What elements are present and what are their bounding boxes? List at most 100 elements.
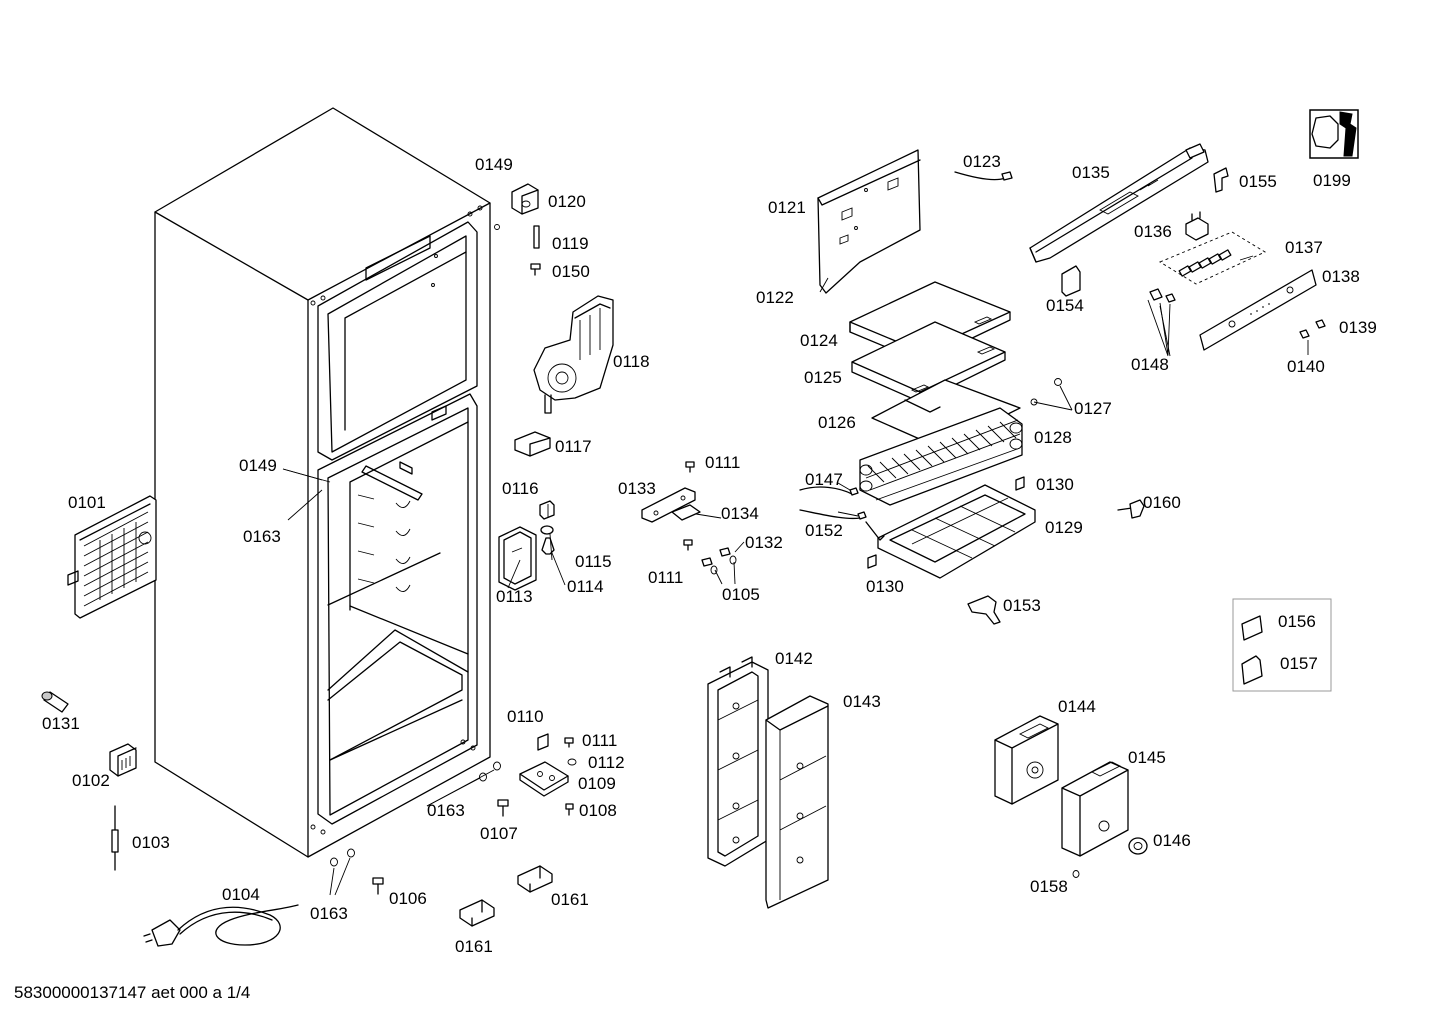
part-label-p0137: 0137 — [1285, 238, 1323, 257]
part-label-p0161a: 0161 — [551, 890, 589, 909]
control-buttons-part — [1159, 231, 1266, 285]
part-label-p0155: 0155 — [1239, 172, 1277, 191]
part-label-p0101: 0101 — [68, 493, 106, 512]
control-box-front — [1061, 761, 1129, 857]
part-label-p0108: 0108 — [579, 801, 617, 820]
thermal-fuse-part — [1117, 499, 1145, 519]
part-label-p0127: 0127 — [1074, 399, 1112, 418]
compressor-cover-grille — [67, 495, 157, 619]
led-parts — [1299, 319, 1326, 339]
part-label-p0130b: 0130 — [866, 577, 904, 596]
drain-plug-part — [41, 691, 69, 713]
thermostat-sensor-part — [111, 805, 119, 871]
part-label-p0148: 0148 — [1131, 355, 1169, 374]
part-label-p0120: 0120 — [548, 192, 586, 211]
part-label-p0111c: 0111 — [582, 731, 617, 750]
drain-tube-part — [967, 595, 1001, 625]
part-label-p0199: 0199 — [1313, 171, 1351, 190]
control-cover-part — [1061, 265, 1081, 297]
drawing-reference-code: 58300000137147 aet 000 a 1/4 — [14, 983, 250, 1002]
part-label-p0116: 0116 — [502, 479, 539, 498]
control-clip-part — [1213, 167, 1229, 193]
hinge-plate-part — [519, 761, 569, 797]
refrigerator-cabinet — [154, 107, 491, 858]
part-label-p0163b: 0163 — [427, 801, 465, 820]
defrost-heater-wires — [799, 486, 867, 520]
part-label-p0114: 0114 — [567, 577, 604, 596]
part-label-p0119: 0119 — [552, 234, 589, 253]
control-box-rear — [994, 715, 1059, 805]
part-label-p0107: 0107 — [480, 824, 518, 843]
part-number-labels: 0101 0102 0103 0104 0105 0106 0107 0108 0109 0110… — [42, 152, 1377, 956]
part-label-p0122: 0122 — [756, 288, 794, 307]
part-label-p0109: 0109 — [578, 774, 616, 793]
part-label-p0128: 0128 — [1034, 428, 1072, 447]
part-label-p0103: 0103 — [132, 833, 170, 852]
part-label-p0144: 0144 — [1058, 697, 1096, 716]
part-label-p0130a: 0130 — [1036, 475, 1074, 494]
control-panel-strip — [1199, 269, 1317, 351]
fan-shaft-part — [530, 225, 541, 276]
part-label-p0145: 0145 — [1128, 748, 1166, 767]
control-knob-part — [1128, 837, 1148, 855]
accessory-parts-box — [1232, 598, 1332, 692]
part-label-p0139: 0139 — [1339, 318, 1377, 337]
hinge-bushing-part — [537, 733, 549, 751]
power-cord-part — [143, 904, 299, 947]
part-label-p0147: 0147 — [805, 470, 843, 489]
part-label-p0102: 0102 — [72, 771, 110, 790]
part-label-p0123: 0123 — [963, 152, 1001, 171]
part-label-p0146: 0146 — [1153, 831, 1191, 850]
part-label-p0112: 0112 — [588, 753, 625, 772]
part-label-p0138: 0138 — [1322, 267, 1360, 286]
leader-lines — [282, 255, 1309, 896]
service-wrench-icon — [1309, 109, 1359, 159]
part-label-p0150: 0150 — [552, 262, 590, 281]
tray-clip-parts — [867, 476, 1025, 569]
evaporator-fan-duct — [533, 295, 614, 414]
part-label-p0154: 0154 — [1046, 296, 1084, 315]
lamp-socket-parts — [539, 500, 555, 555]
part-label-p0105: 0105 — [722, 585, 760, 604]
fan-bracket-part — [494, 183, 539, 230]
part-label-p0133: 0133 — [618, 479, 656, 498]
cabinet-clip-part — [109, 743, 137, 777]
part-label-p0124: 0124 — [800, 331, 838, 350]
part-label-p0142: 0142 — [775, 649, 813, 668]
part-label-p0117: 0117 — [555, 437, 592, 456]
part-label-p0161b: 0161 — [455, 937, 493, 956]
part-label-p0118: 0118 — [613, 352, 650, 371]
part-label-p0121: 0121 — [768, 198, 806, 217]
part-label-p0106: 0106 — [389, 889, 427, 908]
lamp-cover-part — [498, 526, 537, 591]
part-label-p0156: 0156 — [1278, 612, 1316, 631]
air-duct-panel — [817, 149, 921, 294]
foot-bracket-parts — [459, 865, 553, 927]
part-label-p0157: 0157 — [1280, 654, 1318, 673]
small-fasteners-lower — [330, 761, 509, 895]
part-label-p0163a: 0163 — [243, 527, 281, 546]
part-label-p0136: 0136 — [1134, 222, 1172, 241]
evaporator-screws — [1030, 378, 1062, 406]
hinge-screws — [564, 737, 577, 816]
part-label-p0115: 0115 — [575, 552, 612, 571]
part-label-p0129: 0129 — [1045, 518, 1083, 537]
knob-caps-part — [1149, 288, 1176, 356]
part-label-p0132: 0132 — [745, 533, 783, 552]
part-label-p0163c: 0163 — [310, 904, 348, 923]
fan-cover-clip — [514, 431, 551, 457]
control-housing-part — [1029, 143, 1209, 263]
part-label-p0104: 0104 — [222, 885, 260, 904]
part-label-p0134: 0134 — [721, 504, 759, 523]
part-label-p0158: 0158 — [1030, 877, 1068, 896]
part-label-p0140: 0140 — [1287, 357, 1325, 376]
defrost-drip-tray — [865, 484, 1036, 579]
evaporator-coil — [859, 407, 1023, 506]
part-label-p0113: 0113 — [496, 587, 533, 606]
part-label-p0131: 0131 — [42, 714, 80, 733]
part-label-p0143: 0143 — [843, 692, 881, 711]
part-label-p0110: 0110 — [507, 707, 544, 726]
duct-rail-left — [707, 656, 769, 867]
part-label-p0153: 0153 — [1003, 596, 1041, 615]
